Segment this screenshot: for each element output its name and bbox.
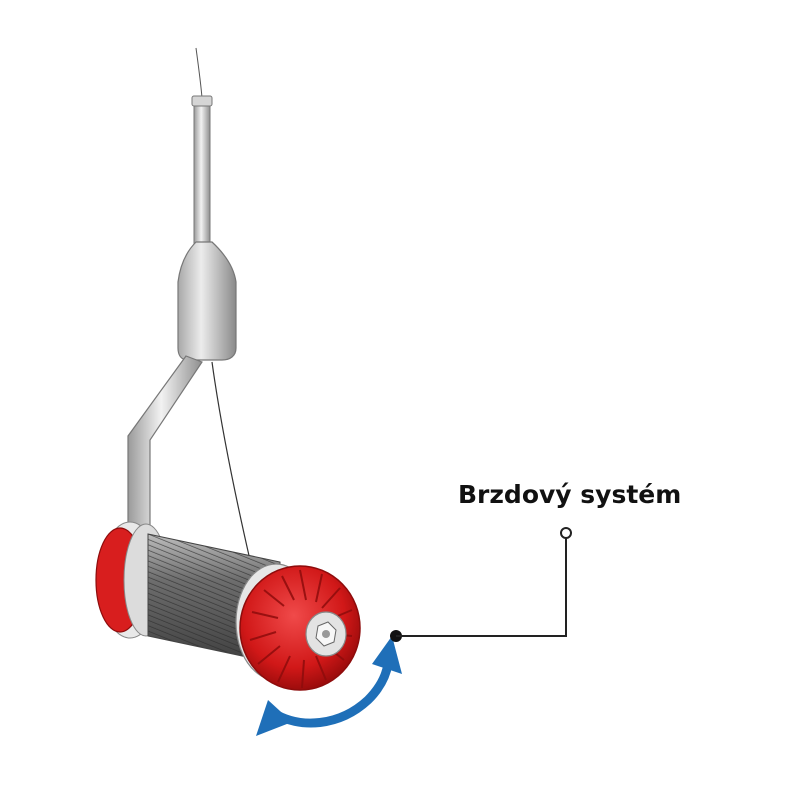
vertical-rod [193,99,211,251]
curved-double-arrow-icon [256,636,402,736]
top-wire [195,47,203,99]
brake-end-cap [239,565,361,691]
bent-arm [127,355,203,531]
left-flange [95,521,169,639]
clamp-block [177,241,237,361]
brake-system-label: Brzdový systém [458,480,682,509]
callout-leader [390,527,572,642]
spool-line [211,361,251,561]
rod-tip [191,95,213,107]
